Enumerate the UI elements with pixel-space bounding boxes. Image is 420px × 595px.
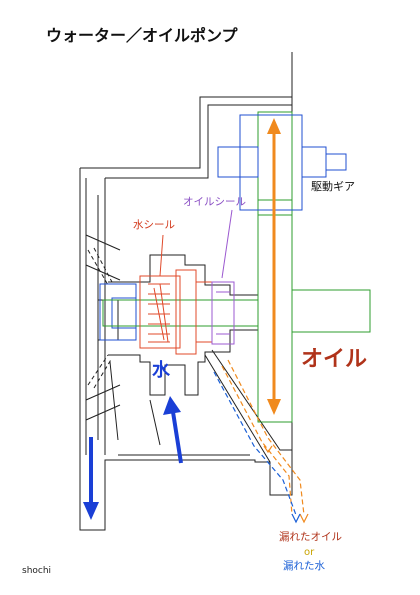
- leaked-oil-label: 漏れたオイル: [279, 531, 342, 543]
- leak-arrowhead-water: [291, 513, 301, 524]
- leak-flow-arrows: [213, 359, 305, 516]
- or-label: or: [304, 547, 315, 558]
- upper-casting: [108, 254, 258, 296]
- water-flow-arrows: [83, 396, 183, 520]
- oil-seal-label: オイルシール: [183, 196, 246, 208]
- lower-casting: [108, 329, 258, 396]
- page-title: ウォーター／オイルポンプ: [46, 26, 238, 45]
- channel-arrowhead: [263, 445, 273, 454]
- leak-arrowhead-oil: [299, 513, 309, 524]
- drive-gear-label: 駆動ギア: [311, 180, 355, 193]
- oil-seal: [211, 281, 235, 345]
- oil-seal-pointer: [221, 209, 233, 279]
- housing-inner: [104, 104, 292, 456]
- author-credit: shochi: [22, 566, 52, 576]
- impeller-hub-inner: [111, 297, 137, 329]
- leaked-water-label: 漏れた水: [283, 560, 325, 572]
- water-label: 水: [152, 360, 170, 381]
- impeller-dashes: [87, 247, 113, 389]
- oil-label: オイル: [301, 347, 368, 372]
- housing-channel: [109, 349, 292, 463]
- drive-gear: [217, 114, 347, 211]
- water-seal: [139, 269, 213, 355]
- oil-flow-arrow: [267, 118, 281, 415]
- water-seal-pointer: [159, 234, 164, 277]
- water-seal-label: 水シール: [133, 219, 175, 231]
- housing-outline: [79, 96, 293, 531]
